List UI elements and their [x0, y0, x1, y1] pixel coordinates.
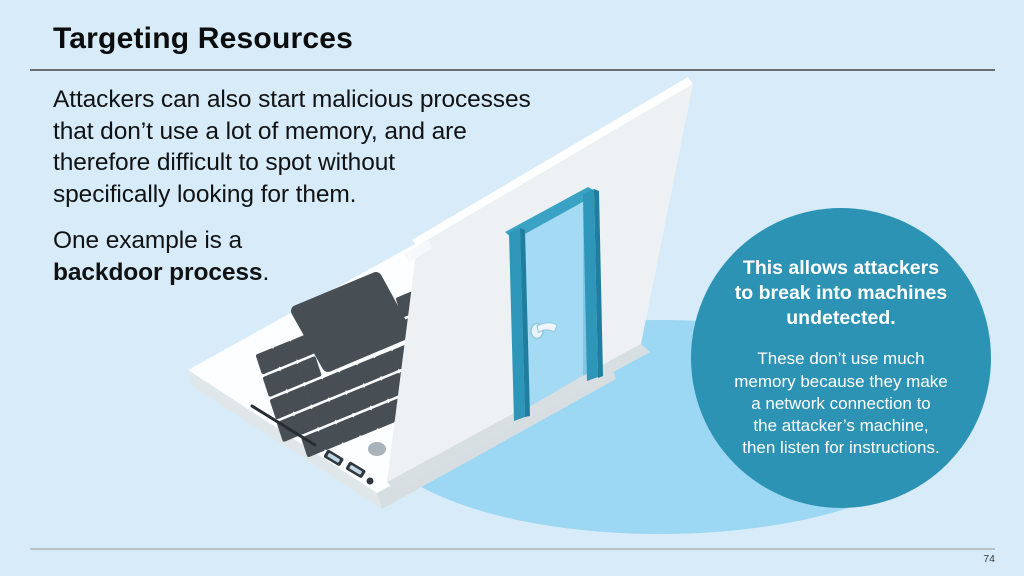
keyboard-key [336, 416, 360, 443]
keyboard-key [399, 366, 423, 392]
keyboard-key [371, 402, 395, 429]
keyboard-key [375, 350, 399, 377]
keyboard-key [329, 394, 353, 421]
keyboard-key [396, 291, 420, 318]
body-paragraph-2: One example is a backdoor process. [53, 225, 613, 288]
page-title: Targeting Resources [53, 22, 353, 55]
body-text-block: Attackers can also start malicious proce… [53, 84, 613, 288]
keyboard-key [347, 387, 371, 414]
keyboard-key [294, 408, 318, 435]
keyboard-key [410, 336, 434, 363]
door-handle-icon [530, 322, 558, 340]
keyboard-key [392, 343, 416, 370]
keyboard-key [287, 386, 311, 412]
keyboard-key [305, 379, 329, 405]
audio-jack-icon [366, 477, 374, 485]
footer-divider [30, 548, 995, 550]
keyboard-key [298, 356, 322, 383]
callout-circle: This allows attackers to break into mach… [691, 208, 991, 508]
keyboard-key [322, 371, 346, 398]
keyboard-key [364, 380, 388, 407]
body-paragraph-1: Attackers can also start malicious proce… [53, 86, 531, 208]
keyboard-key [424, 381, 448, 408]
keyboard-key [291, 334, 315, 360]
paragraph2-suffix: . [262, 258, 270, 286]
keyboard-key [382, 373, 406, 399]
callout-body: These don’t use much memory because they… [734, 349, 948, 458]
keyboard-key [277, 415, 301, 442]
keyboard-key [256, 348, 280, 375]
paragraph2-emphasis: backdoor process [53, 258, 263, 286]
keyboard-key [357, 357, 381, 384]
keyboard-key [280, 363, 304, 390]
usb-port-icon [323, 449, 344, 466]
keyboard-key [389, 395, 413, 422]
keyboard-key [301, 431, 325, 457]
page-number: 74 [983, 553, 995, 565]
keyboard-key [354, 409, 378, 436]
callout-heading: This allows attackers to break into mach… [734, 257, 948, 330]
keyboard-key [312, 401, 336, 428]
power-button-icon [368, 442, 386, 456]
keyboard-key [319, 424, 343, 450]
touchpad [291, 272, 412, 372]
keyboard-key [406, 388, 430, 415]
keyboard-keys [256, 291, 448, 457]
side-ports [250, 404, 374, 485]
paragraph2-intro: One example is a [53, 227, 243, 254]
keyboard-key [263, 370, 287, 397]
keyboard-key [270, 393, 294, 420]
keyboard-key [273, 341, 297, 367]
keyboard-key [403, 313, 427, 340]
title-divider [30, 69, 995, 71]
keyboard-key [340, 364, 364, 391]
keyboard-key [417, 358, 441, 385]
usb-port-icon [345, 461, 366, 478]
